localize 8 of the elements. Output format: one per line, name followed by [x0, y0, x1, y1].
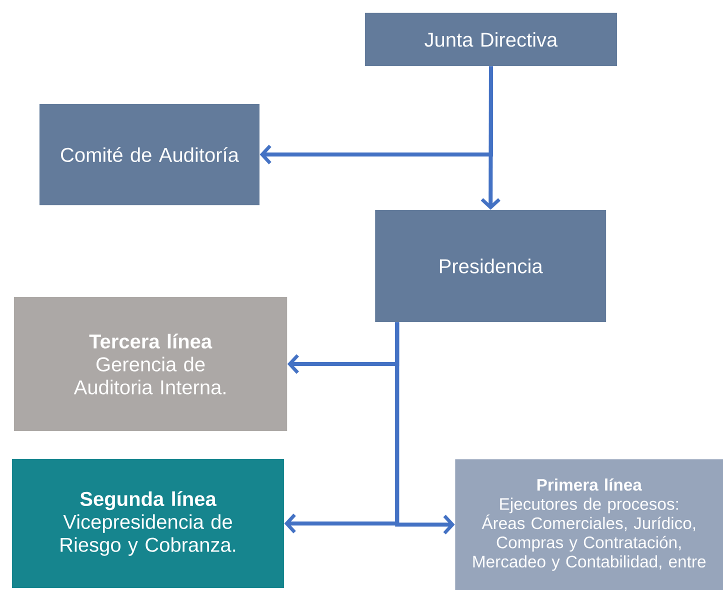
- org-box: Junta Directiva: [364, 12, 617, 66]
- arrow: [260, 66, 493, 164]
- arrow: [395, 322, 455, 534]
- org-box: Segunda línea Vicepresidencia de Riesgo y Cobranza.: [12, 458, 284, 588]
- org-box: Comité de Auditoría: [39, 104, 260, 206]
- org-box: Primera línea Ejecutores de procesos: Áreas Comerciales, Jurídico, Compras y Contratación, Mercadeo y Contabilidad, entre: [455, 459, 723, 590]
- org-box: Tercera línea Gerencia de Auditoria Interna.: [14, 297, 288, 431]
- org-box: Presidencia: [375, 210, 606, 322]
